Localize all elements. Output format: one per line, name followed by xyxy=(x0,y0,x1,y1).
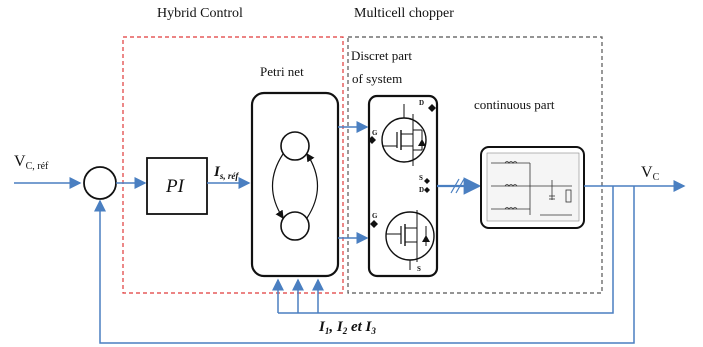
discret-part-label-2: of system xyxy=(352,71,402,86)
mosfet-top xyxy=(368,104,436,166)
discret-part-label-1: Discret part xyxy=(351,48,412,63)
is-ref-label: Is, réf xyxy=(213,164,239,181)
switch-top-g: G xyxy=(372,129,378,137)
summing-junction xyxy=(83,166,117,200)
petri-arc-right xyxy=(306,152,318,219)
circuit-schematic xyxy=(486,152,580,222)
multicell-chopper-region xyxy=(347,36,603,294)
petri-place-bottom xyxy=(280,211,310,241)
switch-bottom-g: G xyxy=(372,212,378,220)
switch-bottom-s: S xyxy=(417,265,421,273)
petri-net-label: Petri net xyxy=(260,64,304,79)
continuous-part-label: continuous part xyxy=(474,97,555,112)
voltage-feedback-line xyxy=(94,186,635,344)
current-feedback-bus xyxy=(278,186,614,314)
switch-bottom-d: D xyxy=(419,186,424,194)
pi-block xyxy=(146,157,208,215)
petri-arc-left xyxy=(272,153,284,220)
vc-ref-label: VC, réf xyxy=(14,153,49,172)
mosfet-bottom: D xyxy=(370,186,435,270)
petri-net-block xyxy=(250,91,340,278)
vc-output-label: VC xyxy=(641,164,660,183)
bus-slash-1 xyxy=(450,178,460,194)
multicell-chopper-title: Multicell chopper xyxy=(354,6,454,21)
switch-top-d: D xyxy=(419,99,424,107)
pi-label: PI xyxy=(165,176,186,197)
currents-label: I1, I2 et I3 xyxy=(318,319,376,336)
petri-place-top xyxy=(280,131,310,161)
switch-top-s: S xyxy=(419,174,423,182)
bus-slash-2 xyxy=(455,178,465,194)
hybrid-control-title: Hybrid Control xyxy=(157,6,243,21)
